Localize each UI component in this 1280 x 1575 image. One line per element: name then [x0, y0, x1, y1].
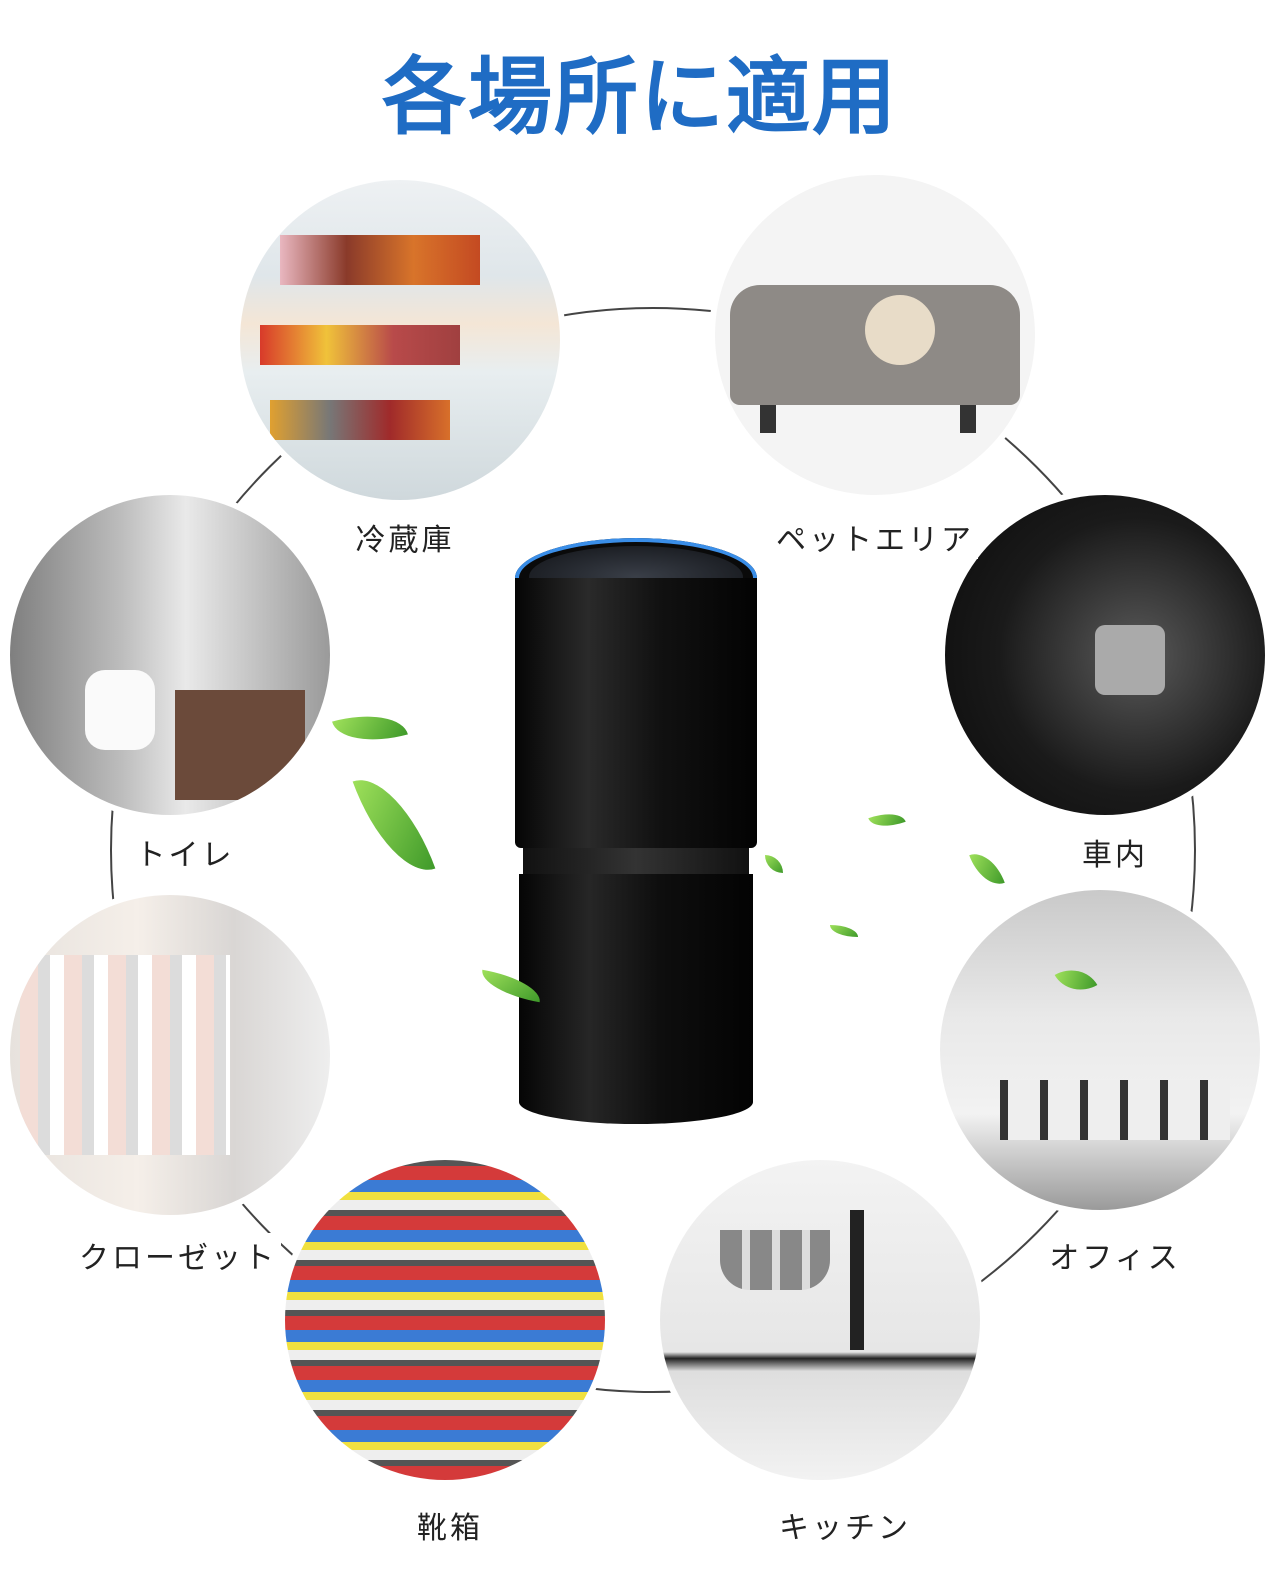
toilet-photo — [10, 495, 330, 815]
label-toilet: トイレ — [131, 830, 239, 874]
closet-photo — [10, 895, 330, 1215]
car-interior-photo — [945, 495, 1265, 815]
air-purifier-product — [515, 538, 757, 1124]
page-title: 各場所に適用 — [381, 48, 898, 146]
shoe-box-photo — [285, 1160, 605, 1480]
connecting-ring — [110, 307, 1196, 1393]
label-car: 車内 — [1078, 830, 1152, 874]
label-kitchen: キッチン — [775, 1503, 915, 1547]
office-photo — [940, 890, 1260, 1210]
label-fridge: 冷蔵庫 — [351, 515, 459, 559]
label-shoe-box: 靴箱 — [413, 1503, 487, 1547]
label-pet-area: ペットエリア — [772, 515, 978, 559]
label-closet: クローゼット — [75, 1233, 281, 1277]
kitchen-photo — [660, 1160, 980, 1480]
fridge-photo — [240, 180, 560, 500]
label-office: オフィス — [1045, 1233, 1185, 1277]
pet-area-photo — [715, 175, 1035, 495]
